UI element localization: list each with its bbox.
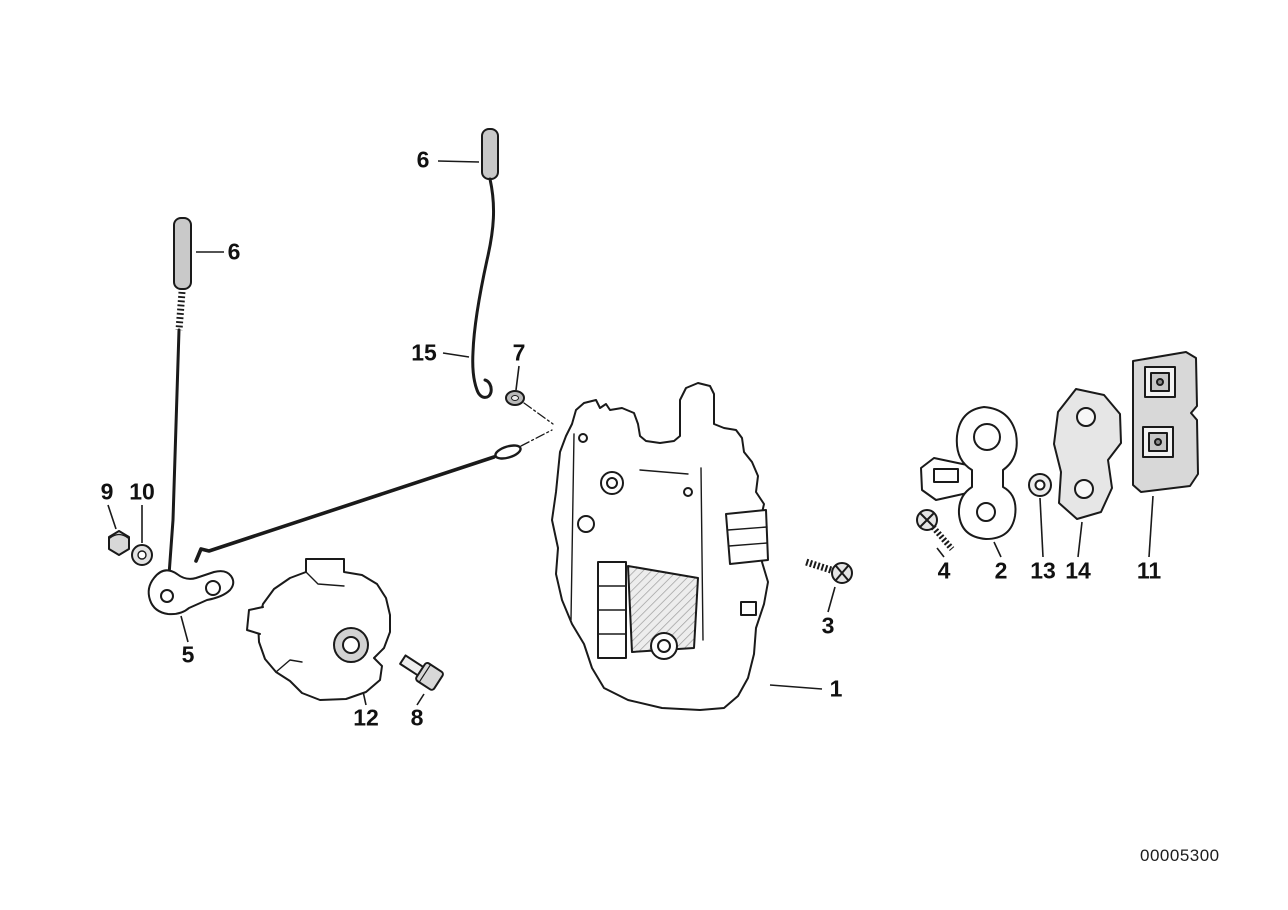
part-label-15: 15 [411,339,437,366]
part-15-operating-rod [471,177,496,399]
part-label-1: 1 [829,675,843,702]
leader-4 [936,547,945,558]
leader-13 [1039,497,1044,558]
part-13-washer [1028,473,1052,497]
part-10-washer [131,544,153,566]
part-label-2: 2 [994,557,1008,584]
part-2-striker [920,406,1018,540]
leader-lines [107,160,1154,706]
leader-8 [416,693,425,706]
part-7-grommet [505,390,554,425]
leader-3 [827,586,836,613]
part-label-13: 13 [1030,557,1056,584]
part-label-7: 7 [512,339,526,366]
part-4-screw [916,509,955,551]
part-6-lock-pin-left [173,217,192,290]
leader-5 [180,615,189,643]
leader-2 [993,541,1002,558]
connecting-rod [194,429,553,563]
leader-9 [107,504,117,530]
leader-11 [1148,495,1154,558]
interior-lock-rod [166,291,186,594]
part-label-5: 5 [181,641,195,668]
part-label-6-upper: 6 [416,146,430,173]
part-label-6-left: 6 [227,238,241,265]
part-label-4: 4 [937,557,951,584]
part-14-gasket [1053,388,1122,520]
part-label-9: 9 [100,478,114,505]
leader-15 [442,352,470,358]
part-label-3: 3 [821,612,835,639]
part-label-14: 14 [1065,557,1091,584]
part-label-8: 8 [410,704,424,731]
part-label-11: 11 [1136,557,1162,584]
part-1-door-lock-assembly [551,382,769,711]
part-11-lock-plate [1132,351,1199,493]
leader-6-upper [437,160,480,163]
leader-1 [769,684,823,690]
leader-14 [1077,521,1083,558]
part-12-actuator [246,558,391,701]
part-6-lock-pin-upper [481,128,499,180]
part-label-10: 10 [129,478,155,505]
part-3-screw [804,558,853,584]
leader-7 [515,365,520,391]
drawing-number: 00005300 [1140,846,1220,865]
part-8-bolt [399,654,444,691]
part-5-lever-bracket [147,569,235,616]
part-label-12: 12 [353,704,379,731]
part-9-nut [108,530,130,556]
